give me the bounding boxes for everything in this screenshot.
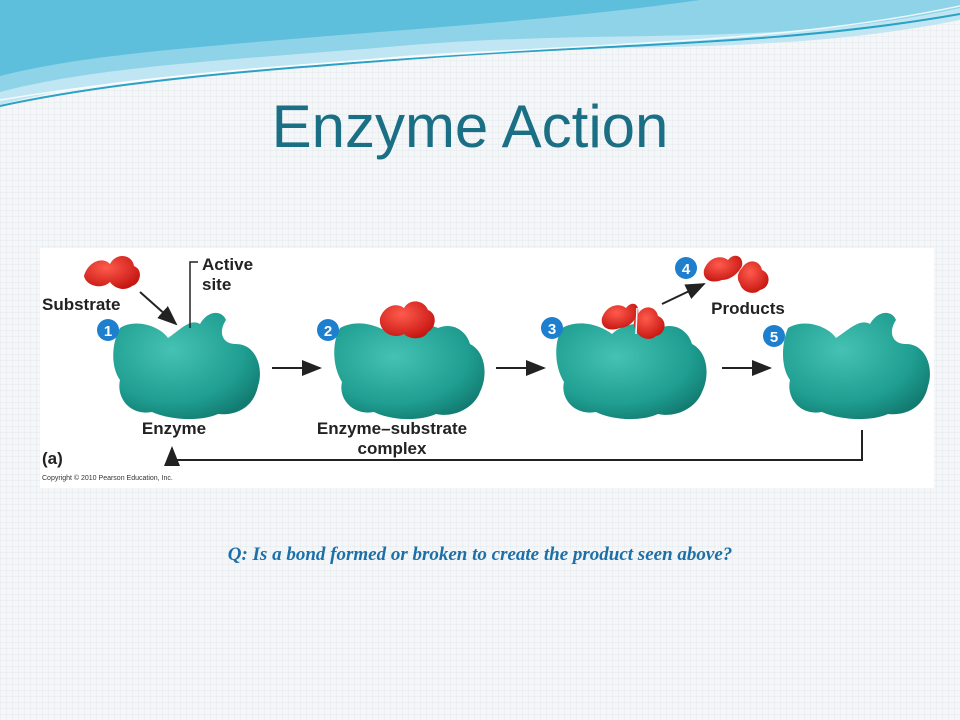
enzyme-action-figure: 1 2 3 4 5 Substrate Active site Enzyme E… bbox=[40, 248, 934, 488]
recycle-arrow bbox=[164, 430, 863, 466]
step-badge-4: 4 bbox=[675, 257, 697, 279]
active-site-pointer bbox=[189, 261, 198, 328]
complex-label-line1: Enzyme–substrate bbox=[317, 419, 467, 438]
products-label: Products bbox=[711, 299, 785, 318]
active-site-label-line2: site bbox=[202, 275, 231, 294]
release-arrow bbox=[661, 283, 706, 305]
released-products bbox=[703, 255, 769, 293]
question-text: Q: Is a bond formed or broken to create … bbox=[227, 544, 733, 565]
enzyme-shape-1 bbox=[113, 312, 260, 420]
active-site-label-line1: Active bbox=[202, 255, 253, 274]
svg-text:5: 5 bbox=[770, 329, 778, 346]
slide-title: Enzyme Action bbox=[271, 93, 669, 160]
copyright-text: Copyright © 2010 Pearson Education, Inc. bbox=[42, 474, 173, 482]
substrate-arrow bbox=[139, 291, 178, 326]
substrate-label: Substrate bbox=[42, 295, 120, 314]
enzyme-shape-2 bbox=[334, 323, 485, 420]
svg-text:4: 4 bbox=[682, 261, 691, 278]
substrate-molecule bbox=[84, 255, 140, 289]
enzyme-label: Enzyme bbox=[142, 419, 206, 438]
panel-label: (a) bbox=[42, 449, 63, 468]
svg-text:1: 1 bbox=[104, 323, 112, 340]
complex-label-line2: complex bbox=[358, 439, 428, 458]
step-badge-1: 1 bbox=[97, 319, 119, 341]
step-badge-3: 3 bbox=[541, 317, 563, 339]
step-badge-5: 5 bbox=[763, 325, 785, 347]
step-badge-2: 2 bbox=[317, 319, 339, 341]
svg-text:3: 3 bbox=[548, 321, 556, 338]
header-wave-decoration bbox=[0, 0, 960, 107]
bound-substrate bbox=[379, 301, 435, 339]
enzyme-diagram: 1 2 3 4 5 Substrate Active site Enzyme E… bbox=[42, 255, 930, 482]
svg-text:2: 2 bbox=[324, 323, 332, 340]
enzyme-shape-3 bbox=[556, 323, 707, 420]
products-on-enzyme bbox=[601, 303, 665, 339]
enzyme-shape-4 bbox=[783, 312, 930, 420]
